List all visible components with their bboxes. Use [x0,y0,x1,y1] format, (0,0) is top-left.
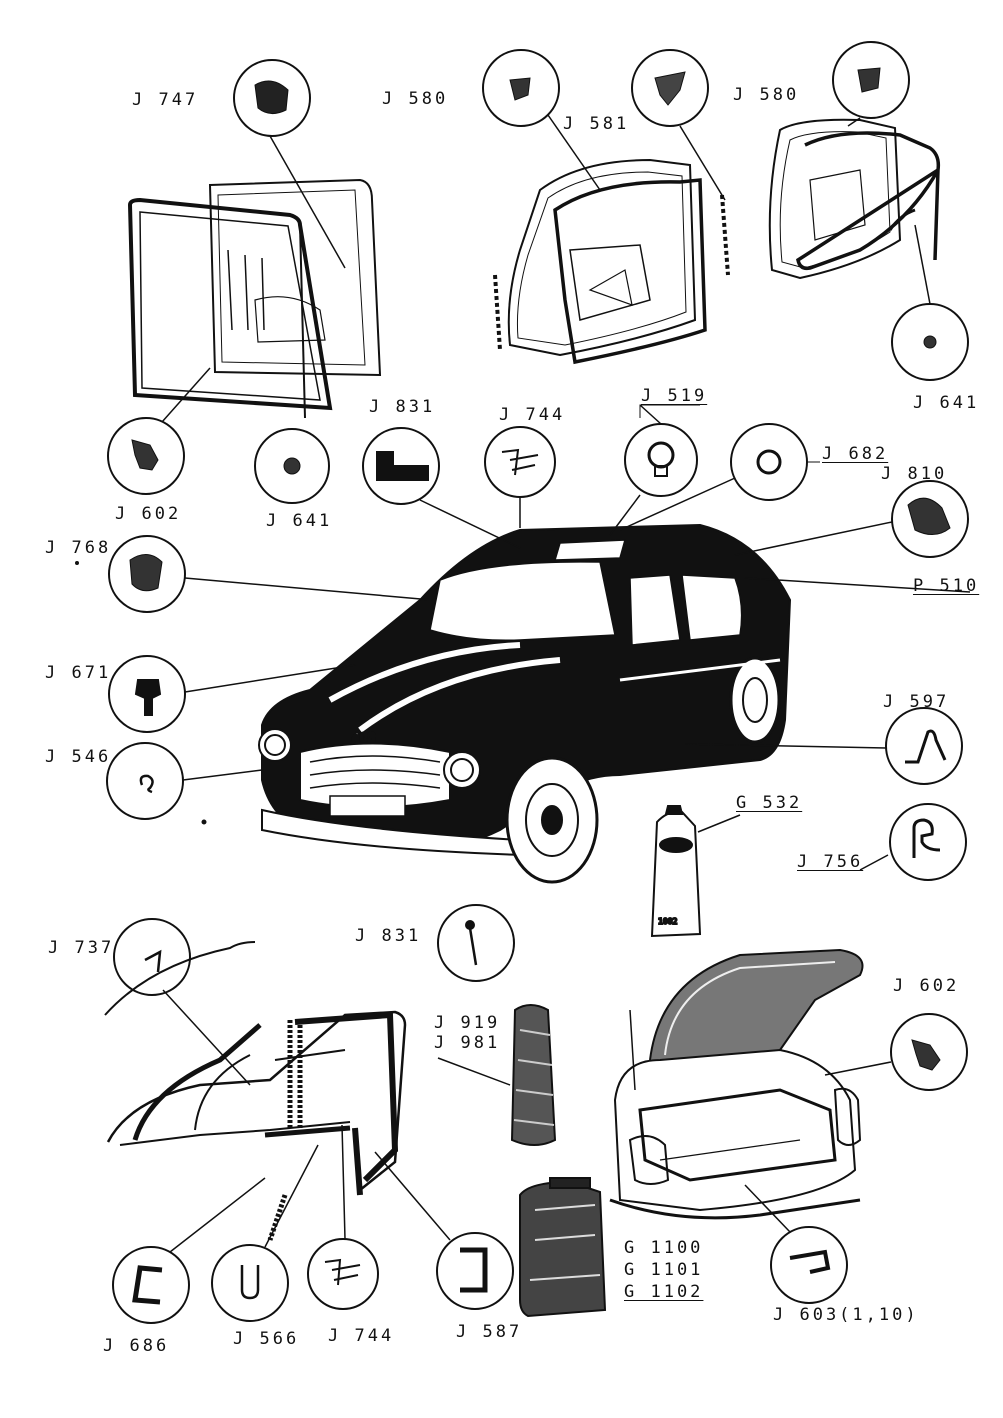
label-p510: P 510 [913,576,980,596]
circle-j744-a [484,426,556,498]
label-j744-a: J 744 [499,405,566,425]
label-j603: J 603(1,10) [773,1305,919,1325]
label-j641-a: J 641 [266,511,333,531]
label-j981: J 981 [434,1033,501,1053]
label-j581: J 581 [563,114,630,134]
label-j756: J 756 [797,852,864,872]
trunk-drawing [609,948,864,1220]
label-j641-b: J 641 [913,393,980,413]
label-j919: J 919 [434,1013,501,1033]
circle-j519 [624,423,698,497]
label-j737: J 737 [48,938,115,958]
tube-text: 1002 [658,917,677,926]
adhesive-can [519,1177,607,1318]
label-j747: J 747 [132,90,199,110]
label-g532: G 532 [736,793,803,813]
label-j671: J 671 [45,663,112,683]
label-j810: J 810 [881,464,948,484]
circle-j546 [106,742,184,820]
label-j580-b: J 580 [733,85,800,105]
label-j744-b: J 744 [328,1326,395,1346]
circle-j603 [770,1226,848,1304]
label-j831-b: J 831 [355,926,422,946]
circle-j641-b [891,303,969,381]
car-drawing [258,523,792,884]
label-j587: J 587 [456,1322,523,1342]
circle-j587 [436,1232,514,1310]
circle-j597 [885,707,963,785]
circle-j744-b [307,1238,379,1310]
window-frame-drawing [104,941,407,1241]
front-door-drawing [493,158,730,365]
circle-j602-b [890,1013,968,1091]
rear-door-seal-drawing [127,178,382,419]
rear-door-right-drawing [768,118,941,280]
label-j597: J 597 [883,692,950,712]
circle-j737 [113,918,191,996]
label-g1101: G 1101 [624,1260,704,1280]
label-j682: J 682 [822,444,889,464]
label-g1100: G 1100 [624,1238,704,1258]
sealing-strip-roll [510,1004,557,1146]
label-j686: J 686 [103,1336,170,1356]
circle-j580-b [832,41,910,119]
circle-j831-a [362,427,440,505]
circle-j580-a [631,49,709,127]
label-j519: J 519 [641,386,708,406]
circle-j768 [108,535,186,613]
circle-j686 [112,1246,190,1324]
circle-j581 [482,49,560,127]
tube-g532 [650,805,702,938]
label-j546: J 546 [45,747,112,767]
label-j602-a: J 602 [115,504,182,524]
label-j566: J 566 [233,1329,300,1349]
label-j602-b: J 602 [893,976,960,996]
circle-j747 [233,59,311,137]
car-badge: 403 [352,729,376,745]
circle-j641-a [254,428,330,504]
circle-j671 [108,655,186,733]
circle-j682 [730,423,808,501]
label-j580-a: J 580 [382,89,449,109]
circle-j566 [211,1244,289,1322]
circle-j602-a [107,417,185,495]
label-g1102: G 1102 [624,1282,704,1302]
circle-j831-b [437,904,515,982]
label-j768: J 768 [45,538,112,558]
circle-j810 [891,480,969,558]
circle-j756 [889,803,967,881]
label-j831-a: J 831 [369,397,436,417]
